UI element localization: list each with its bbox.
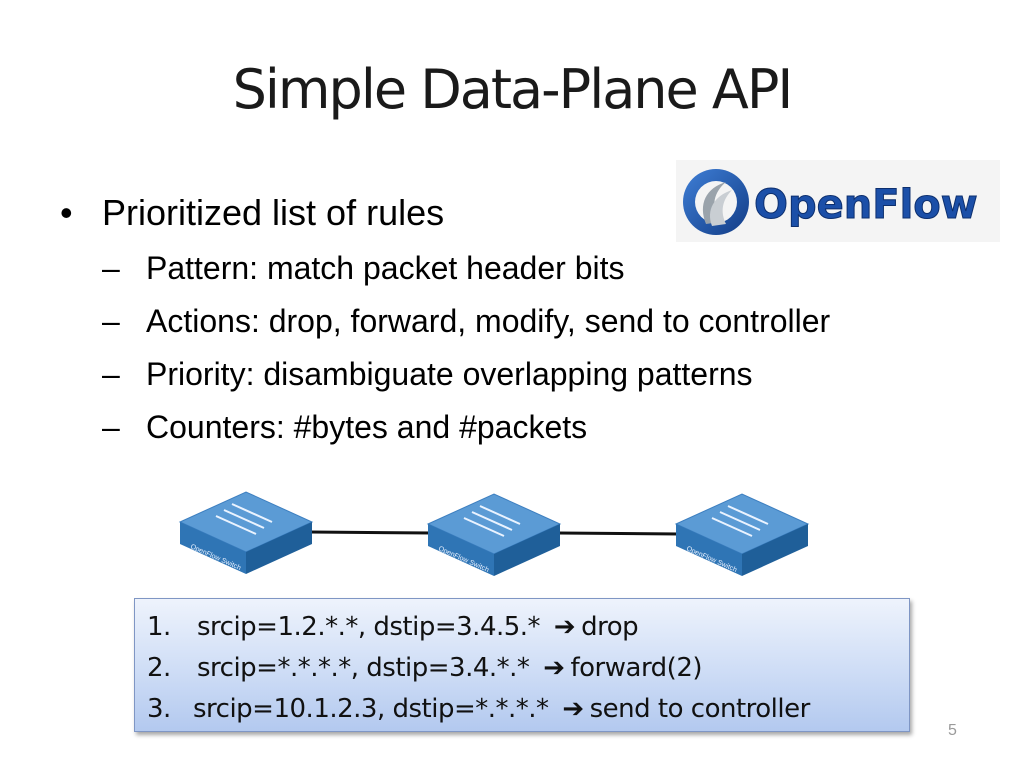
rule-number: 1.	[147, 612, 171, 642]
sub-bullet-text: Priority: disambiguate overlapping patte…	[146, 356, 753, 392]
rule-2: 2. srcip=*.*.*.*, dstip=3.4.*.* ➔forward(…	[147, 648, 909, 689]
arrow-right-icon: ➔	[562, 694, 584, 724]
sub-bullet-dash: –	[102, 409, 120, 445]
rule-number: 2.	[147, 653, 171, 683]
rule-action: drop	[581, 612, 639, 642]
sub-bullet-counters: – Counters: #bytes and #packets	[102, 401, 830, 454]
bullet-item: • Prioritized list of rules – Pattern: m…	[60, 192, 830, 454]
network-diagram: OpenFlow Switch OpenFlow Switch OpenFlow…	[178, 491, 810, 576]
sub-bullet-text: Pattern: match packet header bits	[146, 250, 625, 286]
rule-match: srcip=*.*.*.*, dstip=3.4.*.*	[197, 653, 530, 683]
sub-bullet-dash: –	[102, 356, 120, 392]
arrow-right-icon: ➔	[543, 653, 565, 683]
sub-bullet-dash: –	[102, 250, 120, 286]
slide-title: Simple Data-Plane API	[232, 58, 794, 121]
sub-bullet-list: – Pattern: match packet header bits – Ac…	[102, 242, 830, 454]
sub-bullet-text: Actions: drop, forward, modify, send to …	[146, 303, 831, 339]
page-number: 5	[948, 722, 957, 739]
rule-action: forward(2)	[570, 653, 703, 683]
sub-bullet-actions: – Actions: drop, forward, modify, send t…	[102, 295, 830, 348]
switch-2: OpenFlow Switch	[426, 493, 562, 576]
switch-1: OpenFlow Switch	[178, 491, 314, 574]
sub-bullet-priority: – Priority: disambiguate overlapping pat…	[102, 348, 830, 401]
rule-number: 3.	[147, 694, 171, 724]
rule-3: 3. srcip=10.1.2.3, dstip=*.*.*.* ➔send to…	[147, 689, 909, 730]
switch-3: OpenFlow Switch	[674, 493, 810, 576]
link-line	[309, 530, 433, 535]
link-line	[557, 531, 681, 536]
sub-bullet-pattern: – Pattern: match packet header bits	[102, 242, 830, 295]
bullet-list: • Prioritized list of rules – Pattern: m…	[60, 192, 830, 454]
rule-action: send to controller	[589, 694, 811, 724]
rule-match: srcip=10.1.2.3, dstip=*.*.*.*	[193, 694, 549, 724]
bullet-dot: •	[60, 192, 73, 233]
openflow-logo: OpenFlow	[676, 160, 1000, 242]
rule-match: srcip=1.2.*.*, dstip=3.4.5.*	[197, 612, 541, 642]
bullet-text: Prioritized list of rules	[102, 192, 445, 233]
rules-box: 1.srcip=1.2.*.*, dstip=3.4.5.* ➔drop 2.s…	[134, 598, 910, 732]
sub-bullet-dash: –	[102, 303, 120, 339]
arrow-right-icon: ➔	[553, 612, 576, 642]
openflow-logo-icon: OpenFlow	[683, 169, 978, 235]
sub-bullet-text: Counters: #bytes and #packets	[146, 409, 588, 445]
logo-text-open: OpenFlow	[754, 182, 978, 228]
rule-1: 1. srcip=1.2.*.*, dstip=3.4.5.* ➔drop	[147, 607, 909, 648]
